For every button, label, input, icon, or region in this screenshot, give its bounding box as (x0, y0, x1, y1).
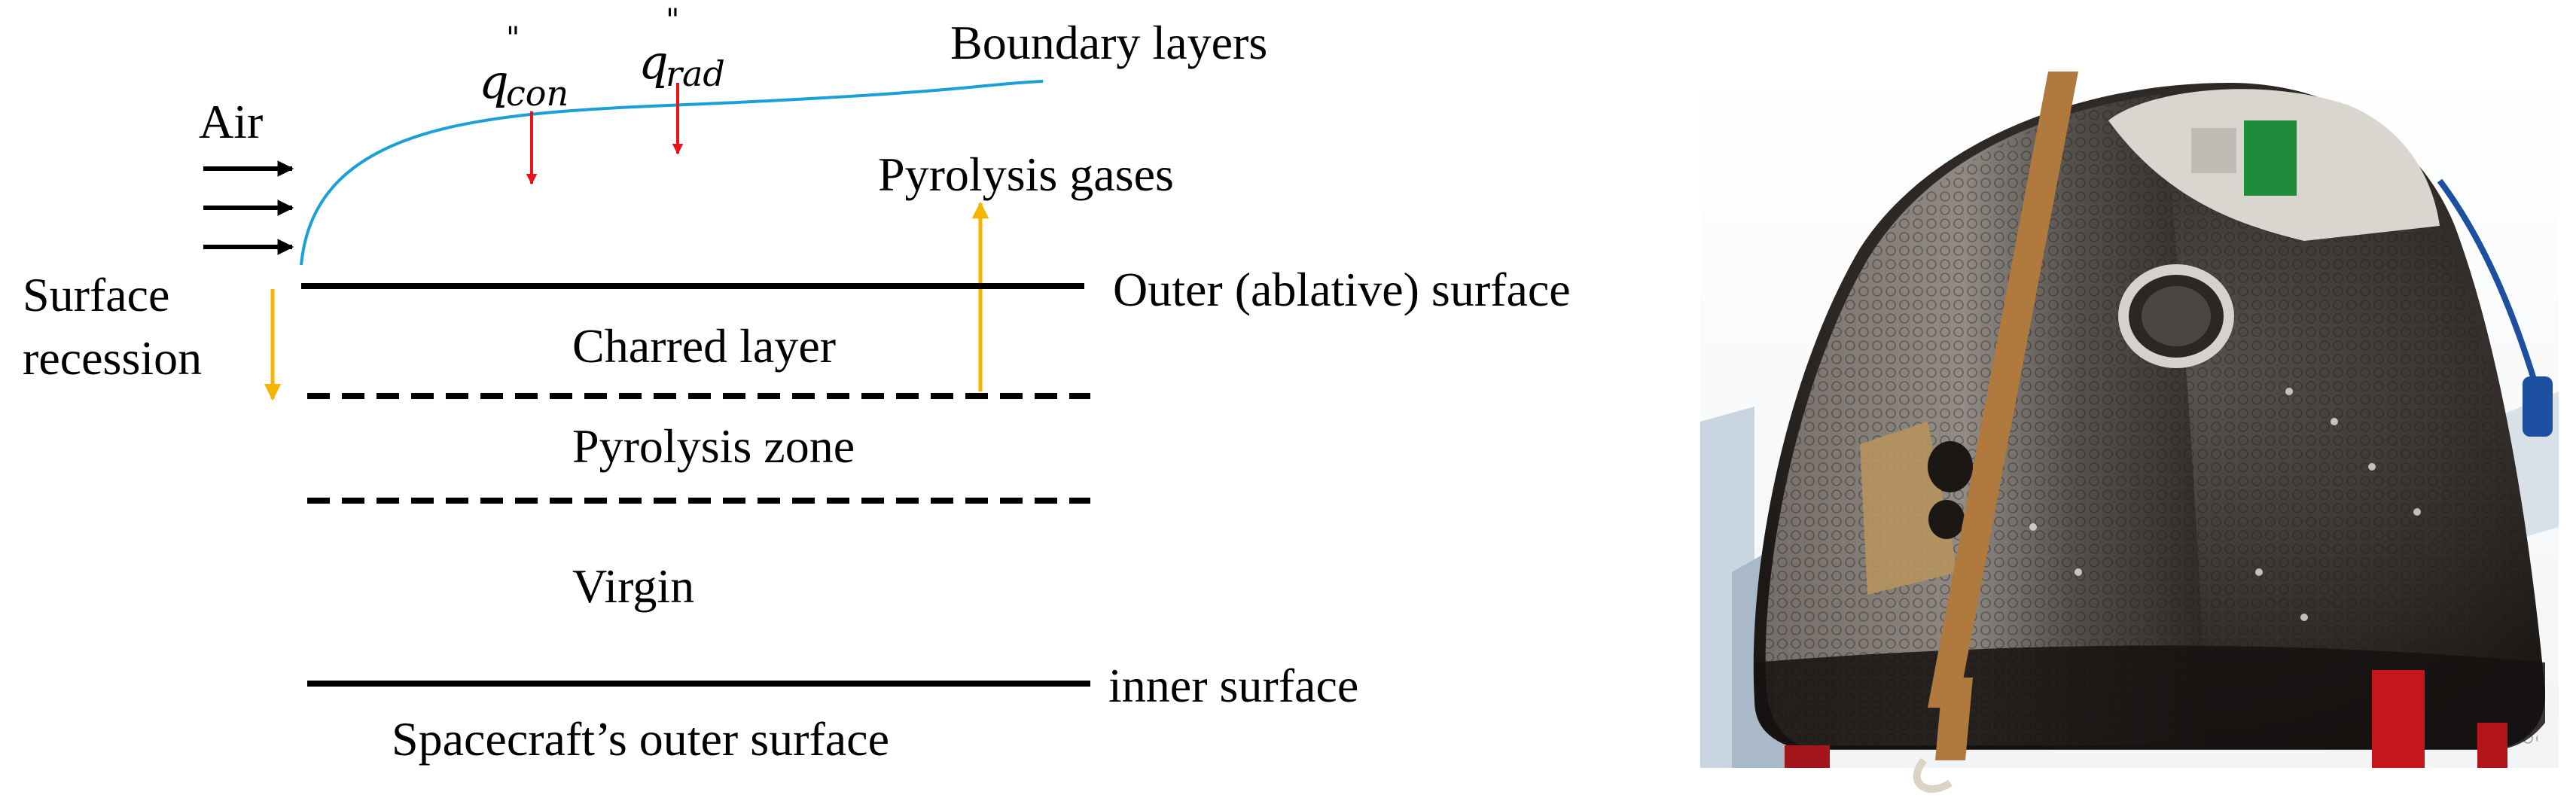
air-label: Air (199, 95, 263, 148)
svg-text:con: con (506, 73, 569, 114)
outer-surface-label: Outer (ablative) surface (1113, 263, 1571, 316)
spacecraft-outer-surface-label: Spacecraft’s outer surface (392, 712, 889, 766)
boundary-layer-curve (300, 80, 1044, 266)
svg-text:rad: rad (666, 53, 725, 94)
boundary-layers-label: Boundary layers (950, 16, 1267, 69)
convective-heat-flux-symbol: q " con (479, 21, 569, 114)
inner-surface-label: inner surface (1108, 659, 1358, 712)
surface-recession-label-line2: recession (23, 331, 202, 385)
svg-text:": " (506, 21, 520, 56)
pyrolysis-gases-label: Pyrolysis gases (878, 148, 1174, 201)
capsule-photo (1700, 66, 2559, 793)
ablation-schematic: Boundary layers Air q " con q " rad Pyro… (23, 3, 1571, 766)
lifting-strap (1928, 72, 2078, 708)
radiative-heat-flux-symbol: q " rad (639, 3, 725, 94)
surface-recession-label-line1: Surface (23, 268, 169, 321)
pyrolysis-zone-label: Pyrolysis zone (572, 419, 855, 473)
svg-text:q: q (639, 35, 669, 90)
charred-layer-label: Charred layer (572, 319, 836, 373)
virgin-label: Virgin (572, 559, 694, 613)
svg-text:": " (666, 3, 679, 38)
svg-text:q: q (479, 54, 509, 109)
